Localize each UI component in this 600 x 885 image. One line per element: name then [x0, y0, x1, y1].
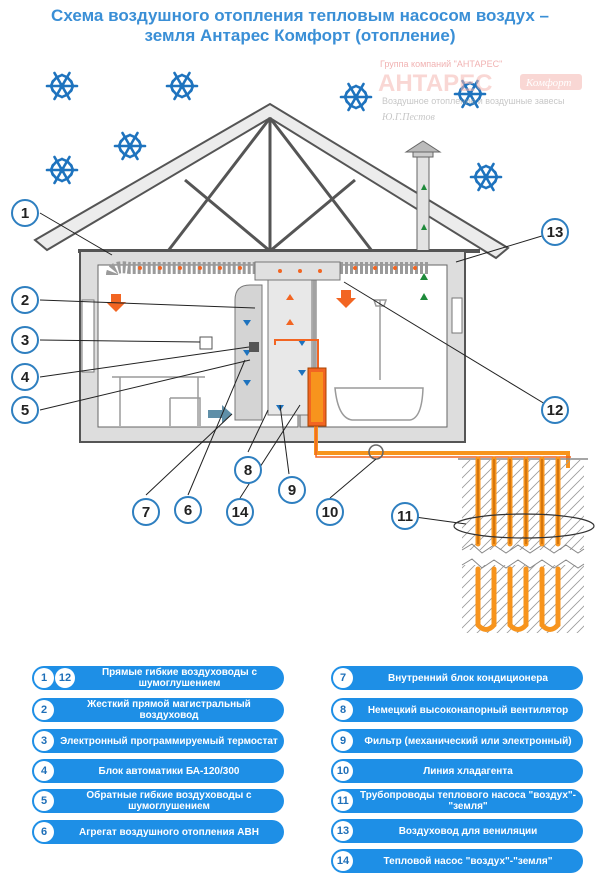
roof [33, 102, 510, 260]
snowflake-icon [469, 162, 503, 192]
legend-text: Электронный программируемый термостат [60, 735, 278, 747]
legend-badge: 12 [55, 668, 75, 688]
snowflake-icon [45, 155, 79, 185]
legend-badge: 5 [34, 791, 54, 811]
legend-text: Прямые гибкие воздуховоды с шумоглушение… [101, 667, 257, 689]
title-line-2: земля Антарес Комфорт (отопление) [144, 26, 456, 45]
legend-badge: 4 [34, 761, 54, 781]
legend-item-5: 5 Обратные гибкие воздуховоды с шумоглуше… [32, 789, 284, 813]
watermark-signature: Ю.Г.Пестов [381, 112, 435, 123]
snowflake-icon [113, 131, 147, 161]
legend-item-9: 9 Фильтр (механический или электронный) [331, 729, 583, 753]
legend-item-6: 6 Агрегат воздушного отопления АВН [32, 820, 284, 844]
legend-badge: 2 [34, 700, 54, 720]
automation-block [249, 342, 259, 352]
legend-text: Обратные гибкие воздуховоды с шумоглушен… [86, 790, 252, 812]
watermark-logo: Группа компаний "АНТАРЕС" АНТАРЕС Комфор… [378, 59, 582, 123]
page-title: Схема воздушного отопления тепловым насо… [0, 6, 600, 46]
snowflake-icon [45, 71, 79, 101]
legend-item-10: 10 Линия хладагента [331, 759, 583, 783]
legend-item-13: 13 Воздуховод для вениляции [331, 819, 583, 843]
legend-badge: 13 [333, 821, 353, 841]
legend-item-11: 11 Трубопроводы теплового насоса "воздух"… [331, 789, 583, 813]
legend-badge: 8 [333, 700, 353, 720]
supply-ducts [106, 261, 430, 312]
title-line-1: Схема воздушного отопления тепловым насо… [51, 6, 549, 25]
legend-text: Жесткий прямой магистральный воздуховод [87, 699, 251, 721]
legend-item-3: 3 Электронный программируемый термостат [32, 729, 284, 753]
legend-badge: 7 [333, 668, 353, 688]
snowflake-icon [339, 82, 373, 112]
legend-text: Тепловой насос "воздух"-"земля" [383, 855, 553, 867]
legend-item-14: 14 Тепловой насос "воздух"-"земля" [331, 849, 583, 873]
legend-item-4: 4 Блок автоматики БА-120/300 [32, 759, 284, 783]
thermostat [199, 336, 213, 350]
legend-item-2: 2 Жесткий прямой магистральный воздуховод [32, 698, 284, 722]
legend-text: Внутренний блок кондиционера [388, 672, 548, 684]
legend-badge: 1 [34, 668, 54, 688]
heat-pump [274, 339, 327, 427]
furniture [112, 299, 424, 426]
legend-text: Воздуховод для вениляции [398, 825, 538, 837]
legend-text: Агрегат воздушного отопления АВН [79, 826, 259, 838]
legend-badge: 6 [34, 822, 54, 842]
loop-ring [453, 513, 595, 539]
watermark-subtitle: Воздушное отопление и воздушные завесы [382, 96, 565, 106]
legend-item-8: 8 Немецкий высоконапорный вентилятор [331, 698, 583, 722]
legend-item-7: 7 Внутренний блок кондиционера [331, 666, 583, 690]
legend-text: Блок автоматики БА-120/300 [98, 765, 240, 777]
legend-text: Немецкий высоконапорный вентилятор [367, 704, 569, 716]
legend-badge: 10 [333, 761, 353, 781]
leader-lines [39, 212, 556, 525]
ventilation-pipe [404, 140, 442, 267]
snowflake-icon [165, 71, 199, 101]
watermark-brand: АНТАРЕС [378, 70, 493, 97]
watermark-script: Комфорт [525, 77, 572, 89]
legend-text: Линия хладагента [423, 765, 513, 777]
legend-badge: 11 [333, 791, 353, 811]
legend-badge: 3 [34, 731, 54, 751]
ground-section [458, 456, 588, 633]
legend-badge: 9 [333, 731, 353, 751]
legend-text: Фильтр (механический или электронный) [364, 735, 572, 747]
legend-text: Трубопроводы теплового насоса "воздух"-"… [360, 790, 576, 812]
watermark-group: Группа компаний "АНТАРЕС" [380, 59, 502, 69]
legend-badge: 14 [333, 851, 353, 871]
